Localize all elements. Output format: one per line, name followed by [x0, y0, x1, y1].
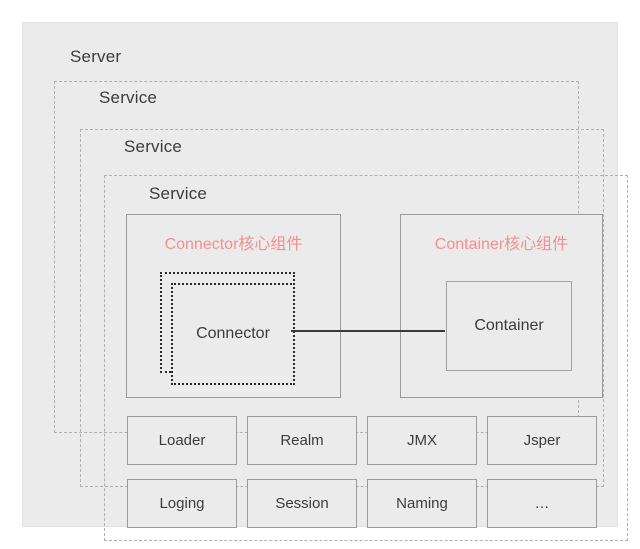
connector-group-title: Connector核心组件	[164, 236, 303, 253]
container-inner-box: Container	[446, 281, 572, 371]
connector-group-box: Connector核心组件 Connector	[126, 214, 341, 398]
container-label: Container	[474, 317, 544, 334]
component-cell: Realm	[247, 416, 357, 465]
service-label-inner: Service	[149, 184, 208, 203]
component-cell: Jsper	[487, 416, 597, 465]
component-grid: Loader Realm JMX Jsper Loging Session Na…	[127, 416, 597, 528]
component-cell: …	[487, 479, 597, 528]
connector-container-link-line	[291, 330, 445, 332]
connector-label: Connector	[196, 325, 270, 342]
server-panel: Server Service Service Service Connector…	[22, 22, 628, 541]
container-group-box: Container核心组件 Container	[400, 214, 603, 398]
component-cell: Session	[247, 479, 357, 528]
server-label: Server	[70, 47, 122, 66]
service-label-outer: Service	[99, 88, 158, 107]
connector-dotted-box-front: Connector	[171, 283, 295, 385]
service-label-middle: Service	[124, 137, 183, 156]
container-group-title: Container核心组件	[434, 236, 569, 253]
service-frame-inner	[104, 175, 628, 541]
component-cell: Naming	[367, 479, 477, 528]
component-cell: Loader	[127, 416, 237, 465]
component-cell: Loging	[127, 479, 237, 528]
component-cell: JMX	[367, 416, 477, 465]
